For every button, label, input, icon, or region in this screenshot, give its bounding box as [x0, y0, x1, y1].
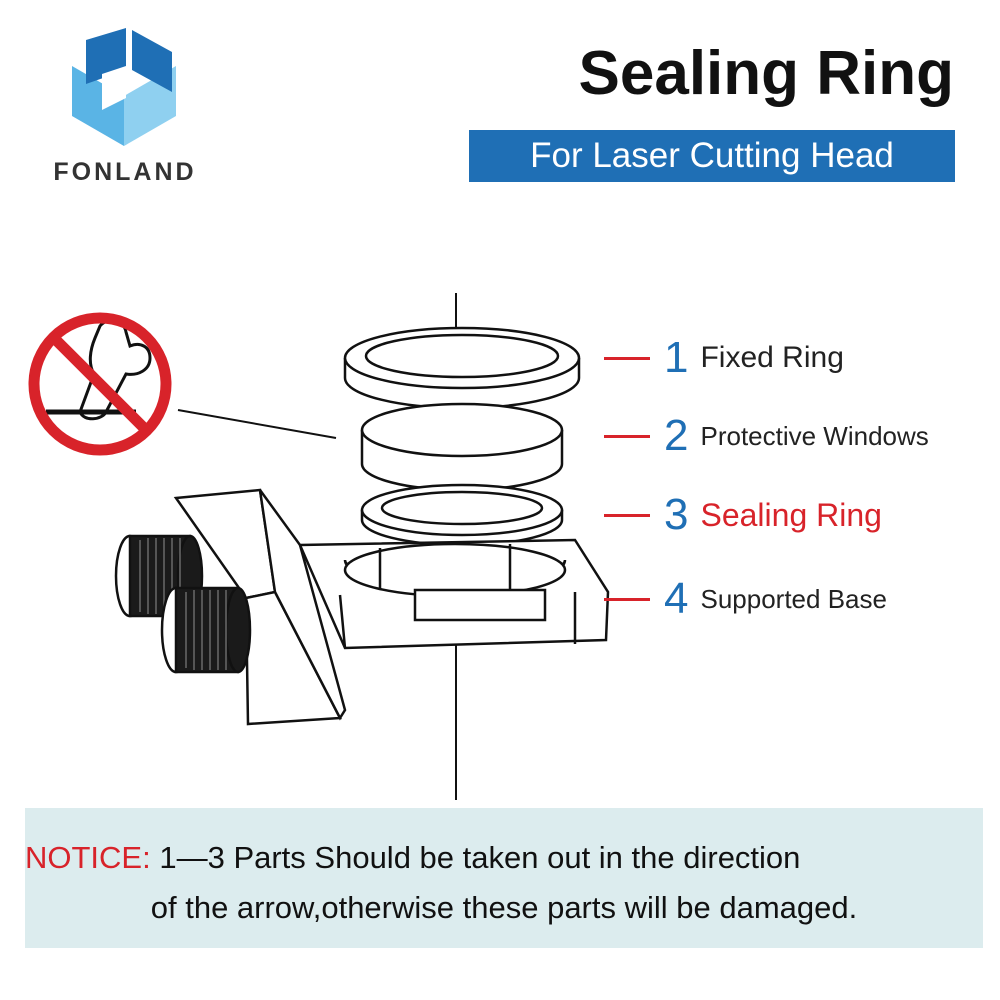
part-label-3: 3 Sealing Ring: [604, 490, 882, 540]
sealing-ring: [360, 483, 564, 547]
leader-line: [177, 409, 337, 439]
brand-name: FONLAND: [53, 158, 197, 186]
part-number: 4: [664, 574, 689, 623]
no-hand-touch-icon: [28, 312, 172, 456]
part-label-4: 4 Supported Base: [604, 574, 887, 624]
label-dash: [604, 597, 650, 601]
part-label-1: 1 Fixed Ring: [604, 333, 844, 383]
label-dash: [604, 356, 650, 360]
adjustment-knob-bottom: [160, 586, 252, 674]
part-name: Protective Windows: [700, 420, 929, 451]
part-number: 3: [664, 490, 689, 539]
notice-text-1: 1—3 Parts Should be taken out in the dir…: [150, 840, 801, 875]
notice-line-1: NOTICE: 1—3 Parts Should be taken out in…: [25, 840, 990, 876]
fonland-logo-icon: [72, 28, 176, 146]
notice-prefix: NOTICE:: [25, 840, 151, 875]
part-name: Fixed Ring: [700, 341, 844, 374]
protective-window: [360, 402, 564, 492]
adjustment-knob-top: [114, 534, 204, 618]
part-number: 1: [664, 333, 689, 382]
part-label-2: 2 Protective Windows: [604, 411, 929, 461]
label-dash: [604, 513, 650, 517]
supported-base: [173, 488, 610, 726]
part-name: Sealing Ring: [700, 496, 882, 533]
part-number: 2: [664, 411, 689, 460]
fixed-ring: [343, 326, 581, 410]
subtitle-banner: For Laser Cutting Head: [469, 130, 955, 182]
notice-line-2: of the arrow,otherwise these parts will …: [150, 890, 858, 925]
notice-box: [25, 808, 983, 948]
page-title: Sealing Ring: [578, 39, 954, 108]
label-dash: [604, 434, 650, 438]
part-name: Supported Base: [700, 583, 887, 614]
